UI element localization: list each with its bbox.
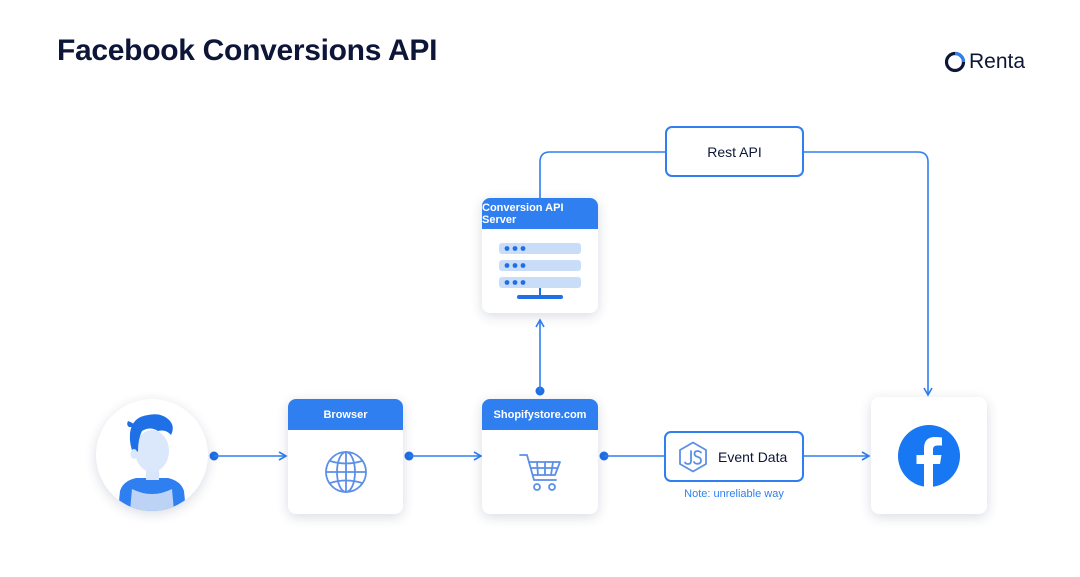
renta-logo-icon [944,51,966,73]
edge-server-restapi-facebook [539,151,933,397]
user-avatar-icon [118,414,186,511]
user-node [96,399,208,511]
edge-store-server [535,318,545,396]
event-data-node: Event Data [664,431,804,482]
shopping-cart-icon [519,454,561,491]
server-rack-icon [499,243,581,299]
browser-label: Browser [288,399,403,430]
server-label: Conversion API Server [482,198,598,229]
server-node: Conversion API Server [482,198,598,313]
rest-api-label: Rest API [707,143,762,160]
brand-logo: Renta [944,50,1025,74]
facebook-node [871,397,987,514]
unreliable-note: Note: unreliable way [684,488,784,500]
store-label: Shopifystore.com [482,399,598,430]
event-data-label: Event Data [718,448,788,465]
browser-node: Browser [288,399,403,514]
brand-name: Renta [969,50,1026,73]
facebook-logo-icon [898,424,960,487]
nodejs-icon [679,441,707,472]
globe-icon [324,451,367,493]
edge-browser-store [404,451,483,461]
edge-store-eventdata [599,451,664,461]
rest-api-node: Rest API [665,126,804,177]
page-title: Facebook Conversions API [57,34,438,67]
edge-user-browser [209,451,288,461]
store-node: Shopifystore.com [482,399,598,514]
